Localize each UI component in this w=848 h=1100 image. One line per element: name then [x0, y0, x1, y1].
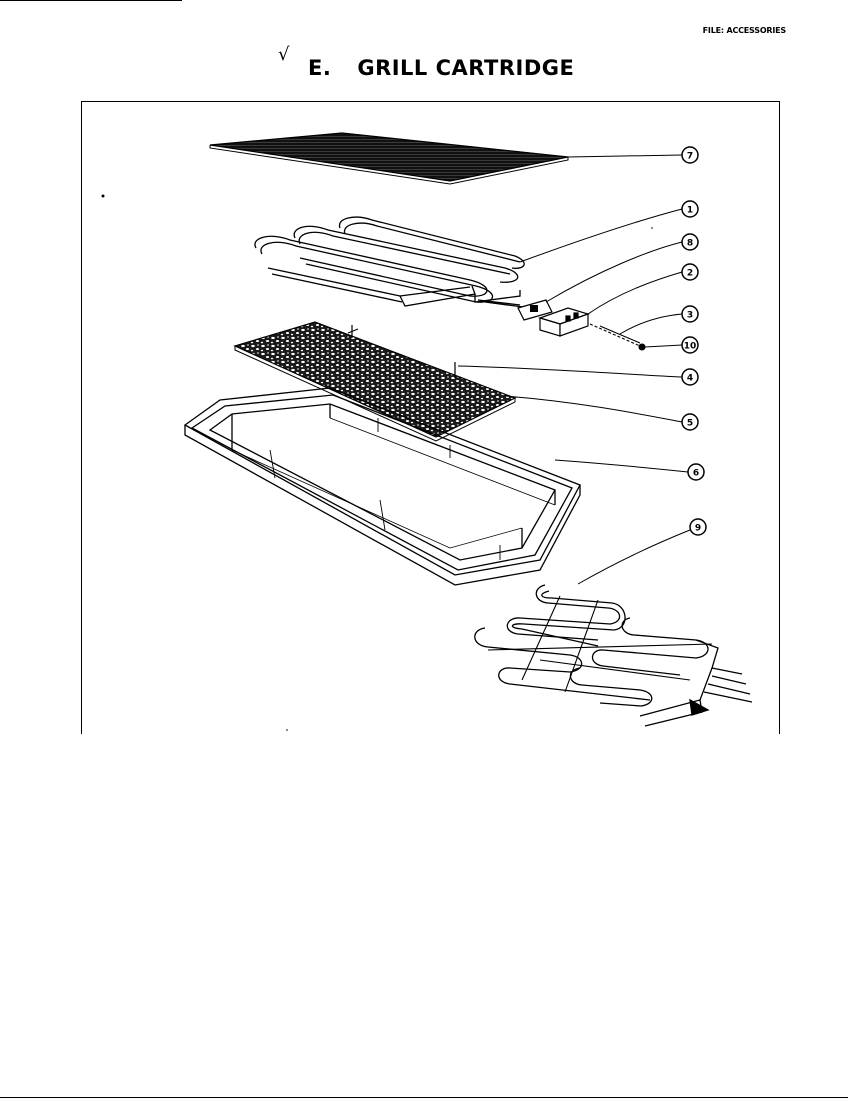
svg-text:9: 9 — [695, 524, 701, 534]
svg-text:8: 8 — [687, 239, 693, 249]
svg-text:6: 6 — [693, 469, 699, 479]
svg-text:4: 4 — [687, 374, 693, 384]
callout-6: 6 — [687, 463, 705, 481]
file-label: FILE: ACCESSORIES — [702, 26, 787, 35]
svg-text:3: 3 — [687, 311, 693, 321]
callout-circles: 7 1 8 2 3 10 4 5 — [681, 146, 707, 536]
top-rule — [0, 0, 182, 1]
callout-1: 1 — [681, 200, 699, 218]
callout-7: 7 — [681, 146, 699, 164]
page-title: E. GRILL CARTRIDGE — [308, 56, 574, 80]
terminal-box — [538, 307, 590, 337]
insulator-block — [517, 299, 553, 321]
svg-text:1: 1 — [687, 206, 693, 216]
section-letter: E. — [308, 56, 332, 80]
callout-10: 10 — [681, 336, 699, 354]
svg-text:5: 5 — [687, 419, 693, 429]
callout-5: 5 — [681, 413, 699, 431]
callout-2: 2 — [681, 263, 699, 281]
drip-pan-frame — [183, 387, 581, 586]
mounting-screw — [589, 323, 646, 351]
callout-8: 8 — [681, 233, 699, 251]
svg-text:2: 2 — [687, 269, 693, 279]
callout-3: 3 — [681, 305, 699, 323]
check-mark: √ — [278, 44, 290, 65]
diagram-frame — [81, 101, 780, 734]
scan-specks — [101, 194, 653, 731]
lower-heating-element — [474, 584, 753, 727]
upper-heating-element — [254, 216, 525, 308]
grill-grate — [209, 132, 569, 185]
bottom-rule — [0, 1097, 848, 1098]
svg-text:7: 7 — [687, 152, 693, 162]
callout-leaders — [457, 154, 691, 585]
svg-text:10: 10 — [684, 342, 697, 352]
section-title: GRILL CARTRIDGE — [357, 56, 575, 80]
callout-4: 4 — [681, 368, 699, 386]
lava-rock-grate — [233, 321, 517, 442]
callout-9: 9 — [689, 518, 707, 536]
